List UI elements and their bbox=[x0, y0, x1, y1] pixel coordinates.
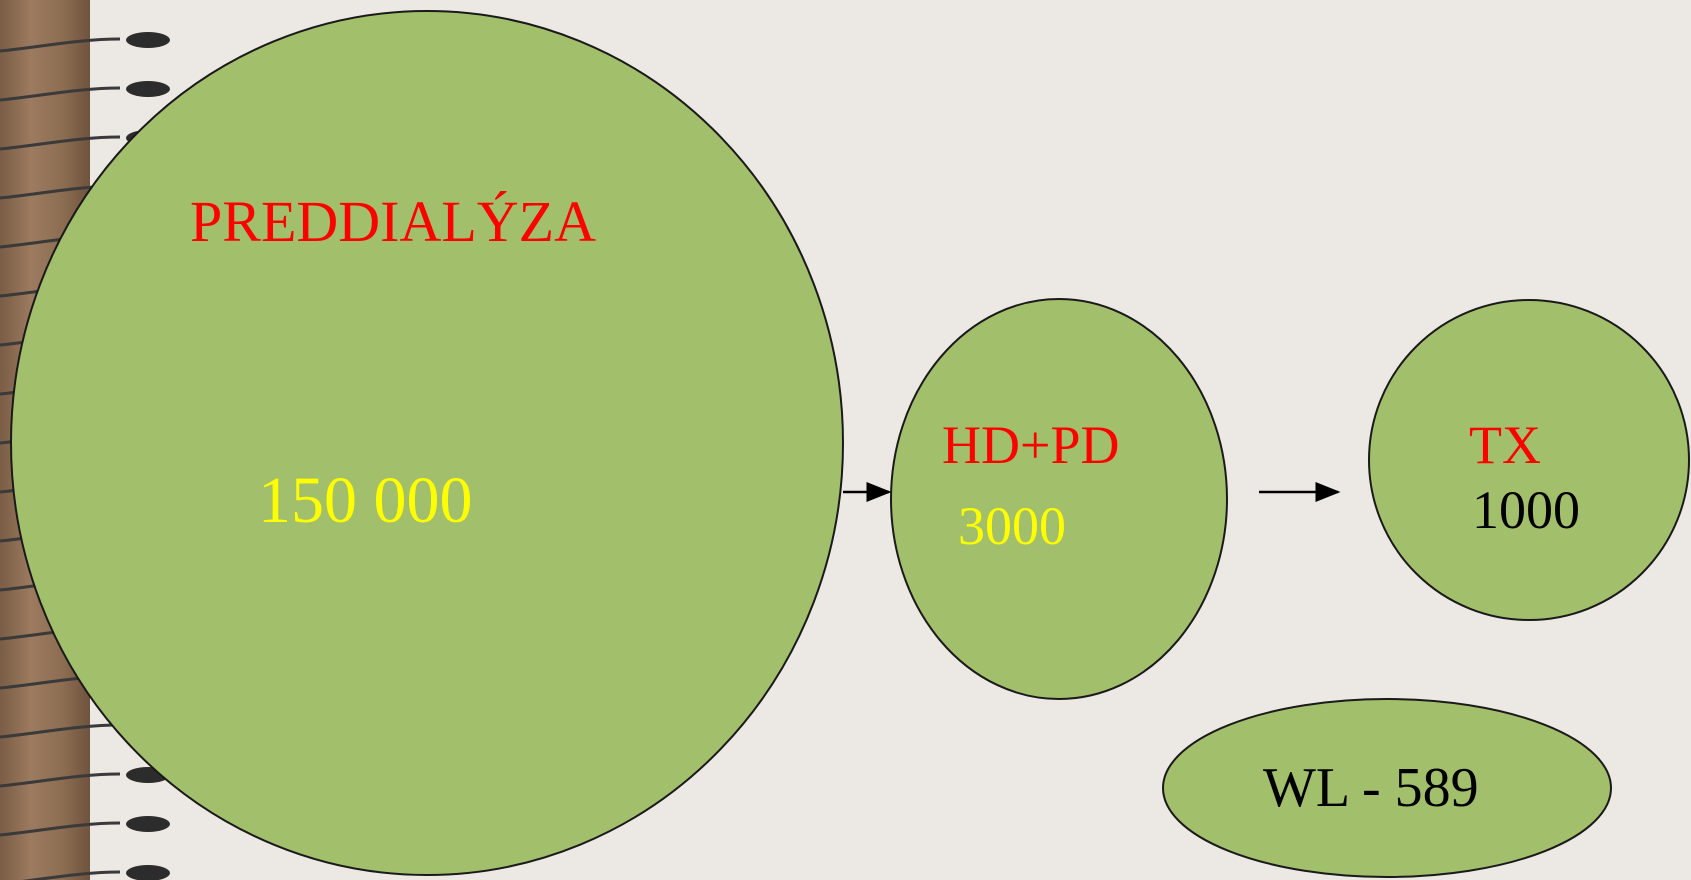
tx-title: TX bbox=[1469, 415, 1541, 475]
hd-pd-title: HD+PD bbox=[942, 415, 1120, 475]
spiral-wire bbox=[0, 772, 121, 788]
preddialyza-title: PREDDIALÝZA bbox=[190, 189, 596, 254]
preddialyza-value: 150 000 bbox=[258, 464, 473, 537]
spiral-hole bbox=[126, 32, 170, 48]
spiral-wire bbox=[0, 86, 121, 102]
spiral-wire bbox=[0, 821, 121, 837]
spiral-hole bbox=[126, 81, 170, 97]
node-preddialyza bbox=[10, 10, 844, 876]
spiral-wire bbox=[0, 135, 121, 151]
spiral-hole bbox=[126, 865, 170, 880]
spiral-wire bbox=[0, 37, 121, 53]
spiral-wire bbox=[21, 870, 121, 880]
spiral-hole bbox=[126, 816, 170, 832]
spiral-wire bbox=[0, 723, 121, 739]
node-tx bbox=[1368, 299, 1690, 621]
hd-pd-value: 3000 bbox=[958, 496, 1066, 556]
node-wl bbox=[1162, 698, 1612, 878]
wl-label: WL - 589 bbox=[1263, 757, 1479, 819]
tx-value: 1000 bbox=[1472, 480, 1580, 540]
